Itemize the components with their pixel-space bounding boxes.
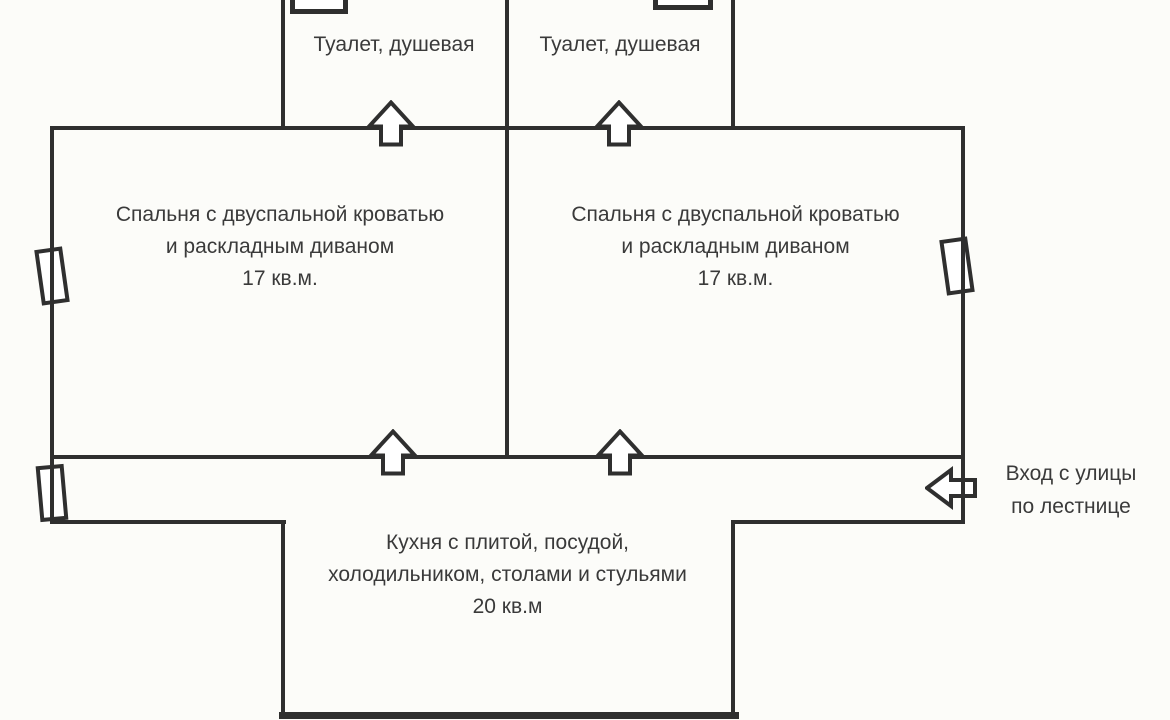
kitchen-area: 20 кв.м [472, 595, 543, 618]
bathroom-left-text: Туалет, душевая [313, 33, 475, 56]
window-symbol-bathroom-left [290, 0, 348, 14]
kitchen-line1: Кухня с плитой, посудой, [385, 531, 630, 554]
wall-bathroom-left [281, 0, 285, 130]
bedroom-left-line1: Спальня с двуспальной кроватью [115, 203, 445, 226]
bedroom-left-label: Спальня с двуспальной кроватью и расклад… [52, 199, 508, 295]
wall-main-right [961, 126, 965, 524]
bedroom-right-label: Спальня с двуспальной кроватью и расклад… [508, 199, 963, 295]
entrance-label: Вход с улицы по лестнице [985, 457, 1157, 523]
kitchen-label: Кухня с плитой, посудой, холодильником, … [282, 527, 733, 623]
wall-main-top [50, 126, 965, 130]
bedroom-right-line2: и раскладным диваном [621, 235, 850, 258]
entrance-left-arrow-icon [925, 466, 977, 510]
bedroom-right-line1: Спальня с двуспальной кроватью [571, 203, 900, 226]
kitchen-line2: холодильником, столами и стульями [328, 563, 687, 586]
wall-hall-bottom-right [731, 520, 965, 524]
door-up-arrow-icon-bedroom-left [368, 429, 418, 476]
entrance-line1: Вход с улицы [1005, 462, 1137, 485]
door-up-arrow-icon-bedroom-right [595, 429, 645, 476]
bathroom-left-label: Туалет, душевая [281, 29, 507, 61]
window-symbol-bathroom-right [653, 0, 713, 10]
bathroom-right-text: Туалет, душевая [539, 33, 701, 56]
door-up-arrow-icon-bathroom-right [594, 100, 644, 147]
entrance-line2: по лестнице [1011, 495, 1131, 518]
wall-kitchen-left [281, 520, 285, 718]
bedroom-left-area: 17 кв.м. [242, 267, 318, 290]
wall-bedroom-hall-divider [50, 455, 965, 459]
wall-hall-bottom-left [50, 520, 286, 524]
wall-bathroom-right [731, 0, 735, 130]
wall-kitchen-right [731, 520, 735, 718]
wall-main-left [50, 126, 54, 524]
wall-kitchen-bottom [279, 712, 739, 719]
door-up-arrow-icon-bathroom-left [366, 100, 416, 147]
bathroom-right-label: Туалет, душевая [507, 29, 733, 61]
bedroom-left-line2: и раскладным диваном [165, 235, 395, 258]
bedroom-right-area: 17 кв.м. [697, 267, 774, 290]
wall-center-divider [505, 0, 509, 459]
